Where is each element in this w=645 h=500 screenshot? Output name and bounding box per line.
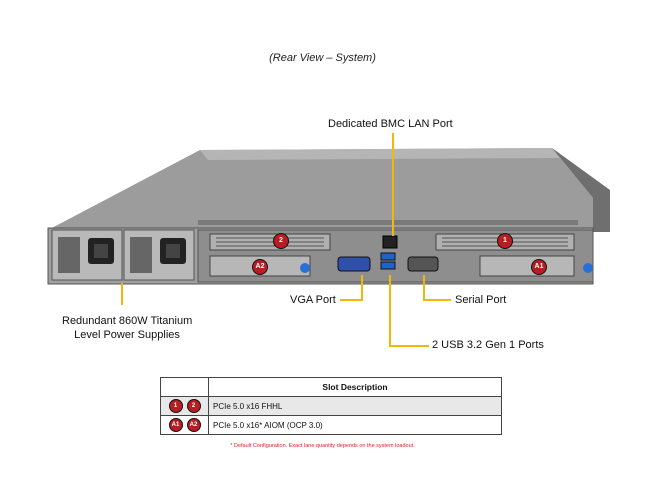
psu-label-line1: Redundant 860W Titanium [62, 315, 193, 327]
slot-1-badge: 1 [497, 233, 513, 249]
chassis-top-cover [48, 148, 593, 232]
table-header-title: Slot Description [208, 377, 502, 397]
vga-port [337, 256, 371, 272]
psu-label-line2: Level Power Supplies [74, 329, 180, 341]
chassis-right-side [552, 148, 610, 232]
table-header-icons [160, 377, 209, 397]
power-supply-right [123, 229, 195, 281]
aiom-a1-thumbscrew [583, 263, 593, 273]
power-supply-left [51, 229, 123, 281]
usb-port-2 [380, 261, 396, 270]
slot-a1-table-badge: A1 [168, 418, 183, 432]
table-row-desc: PCIe 5.0 x16* AIOM (OCP 3.0) [208, 415, 502, 435]
server-rear-illustration [47, 148, 610, 285]
vga-callout-line-h [340, 299, 363, 301]
bmc-lan-port [382, 235, 398, 249]
slot-2-table-badge: 2 [186, 399, 201, 413]
usb-port-1 [380, 252, 396, 261]
slot-a1-badge: A1 [531, 259, 547, 275]
usb-callout-line-v [389, 275, 391, 347]
serial-callout-line-h [423, 299, 451, 301]
table-row-desc: PCIe 5.0 x16 FHHL [208, 396, 502, 416]
bmc-lan-label: Dedicated BMC LAN Port [328, 118, 453, 130]
aiom-a2-thumbscrew [300, 263, 310, 273]
vga-callout-line-v [361, 275, 363, 301]
psu-callout-line [121, 283, 123, 305]
serial-port-label: Serial Port [455, 294, 507, 306]
slot-a2-badge: A2 [252, 259, 268, 275]
slot-a2-table-badge: A2 [186, 418, 201, 432]
aiom-slot-a1 [479, 255, 575, 277]
vga-port-label: VGA Port [290, 294, 336, 306]
serial-callout-line-v [423, 275, 425, 301]
usb-ports-label: 2 USB 3.2 Gen 1 Ports [432, 339, 544, 351]
table-header-row: Slot Description [160, 377, 502, 397]
bmc-callout-line [392, 133, 394, 236]
slot-1-table-badge: 1 [168, 399, 183, 413]
footnote: * Default Configuration. Exact lane quan… [230, 443, 415, 449]
usb-callout-line-h [389, 345, 429, 347]
serial-port [407, 256, 439, 272]
figure-caption: (Rear View – System) [269, 52, 376, 64]
slot-2-badge: 2 [273, 233, 289, 249]
